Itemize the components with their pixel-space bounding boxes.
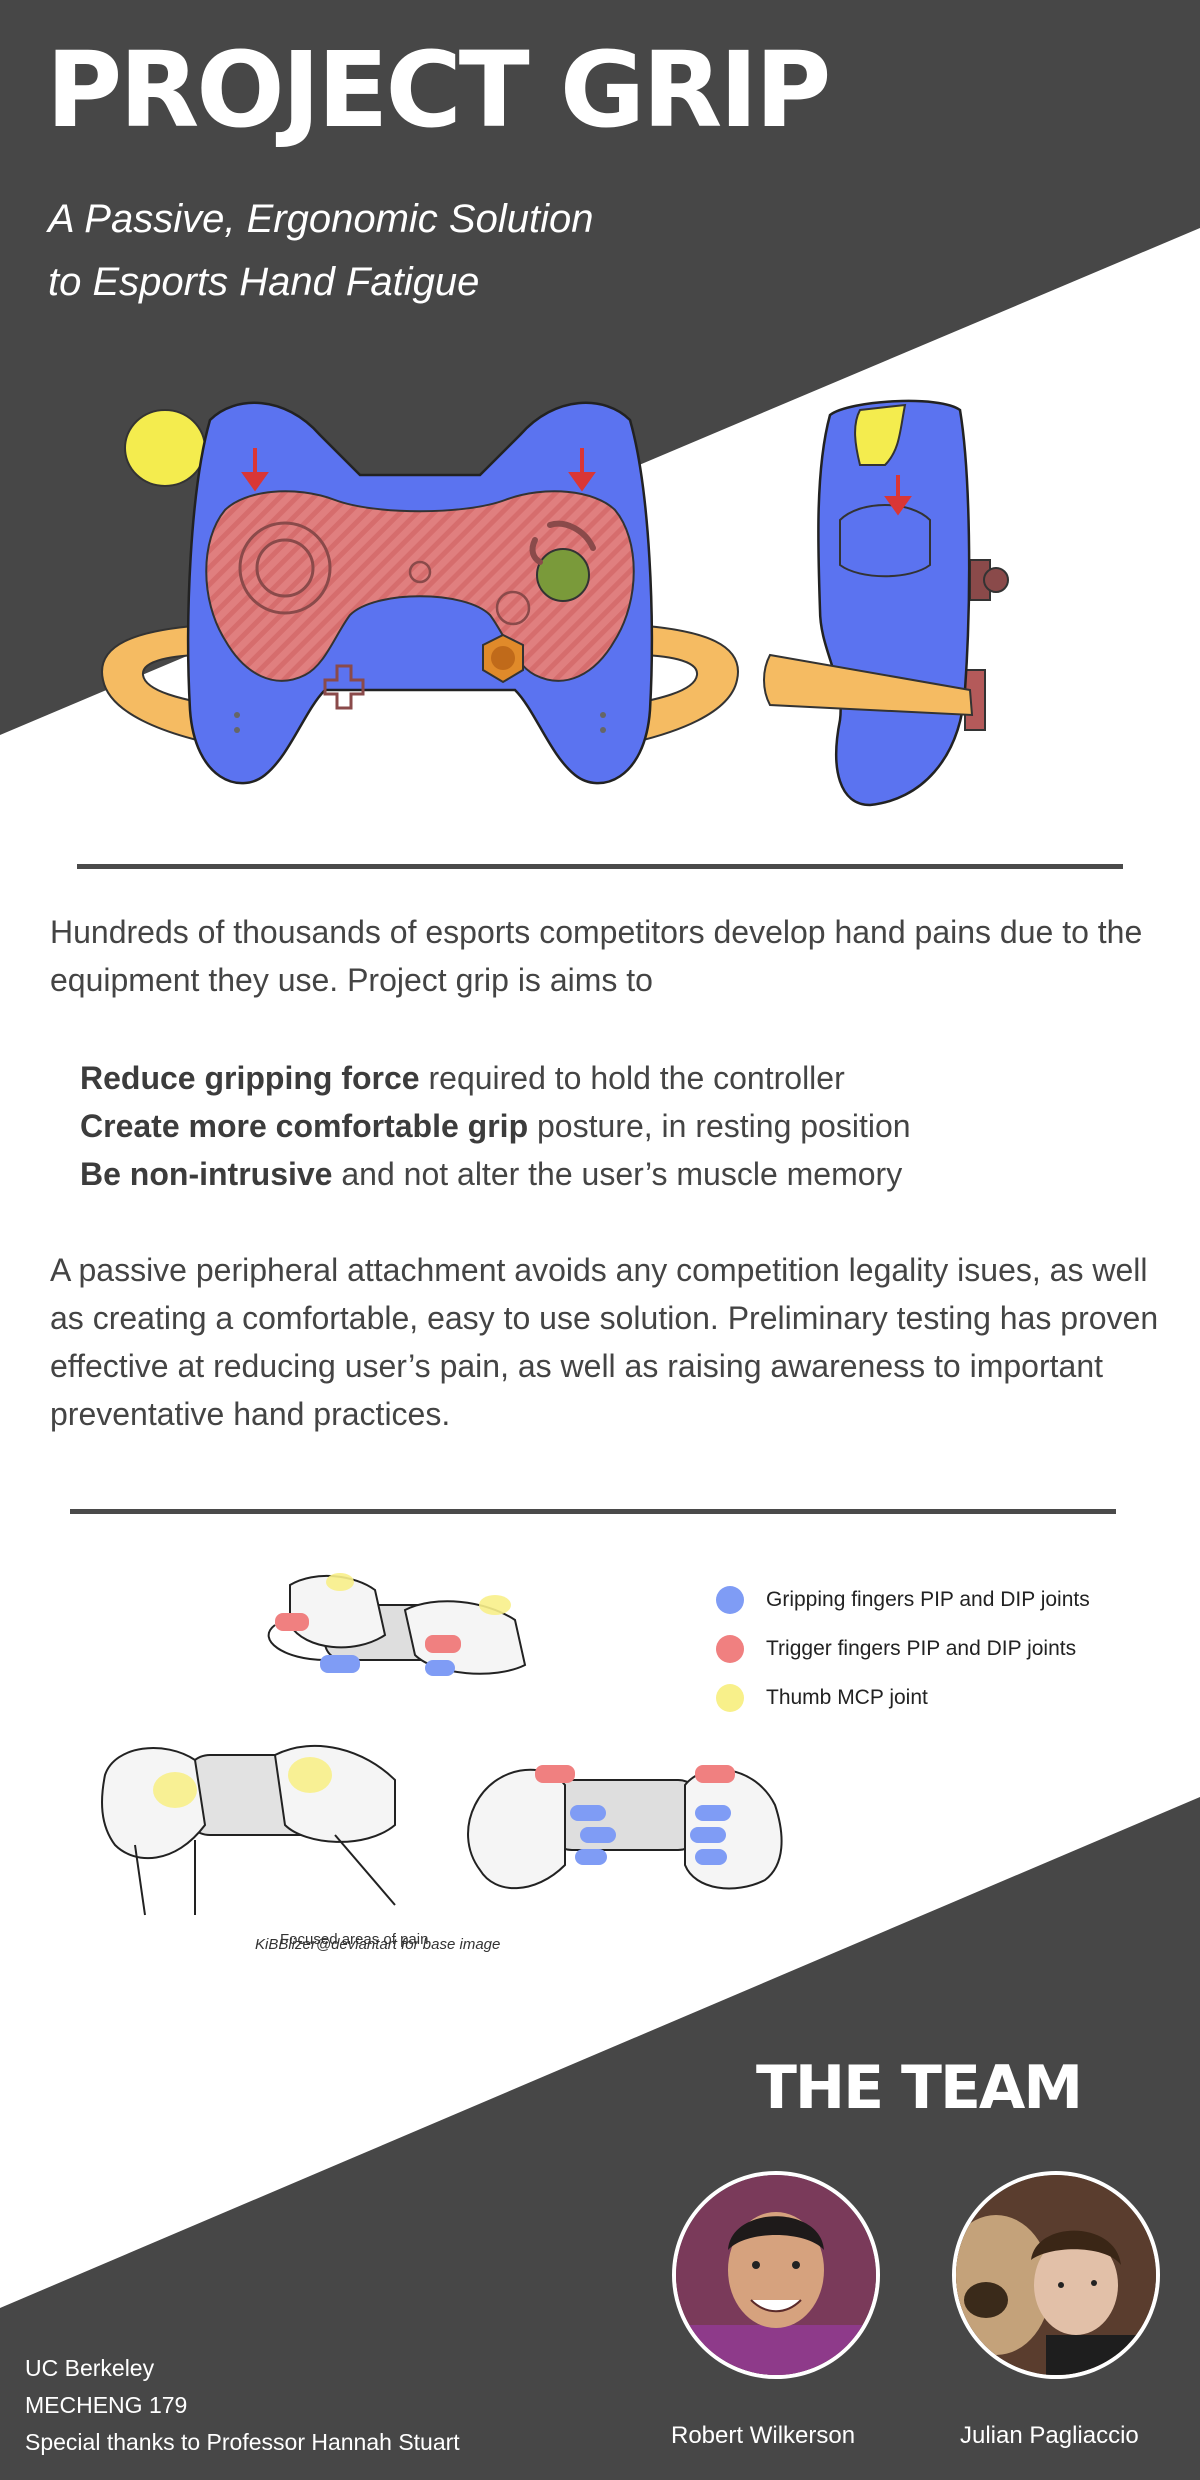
legend-swatch — [716, 1683, 744, 1712]
b-button — [495, 590, 531, 626]
goal-rest: required to hold the controller — [419, 1060, 845, 1096]
image-credit: KiBBlizer@deviantart for base image — [255, 1936, 501, 1953]
figure-caption: Focused areas of pain — [280, 1931, 429, 1948]
team-title: THE TEAM — [756, 2053, 1083, 2123]
side-strap — [763, 653, 974, 717]
poster-title: PROJECT GRIP — [46, 29, 831, 151]
hand-diagram-right — [467, 1768, 783, 1890]
legend-swatch — [716, 1585, 744, 1614]
affiliation-university: UC Berkeley — [25, 2355, 155, 2381]
goals-list: Reduce gripping force required to hold t… — [80, 1054, 911, 1198]
subtitle-line-1: A Passive, Ergonomic Solution — [48, 197, 594, 241]
pressure-arrows — [241, 448, 596, 492]
goal-item: Be non-intrusive and not alter the user’… — [80, 1150, 911, 1198]
subtitle-line-2: to Esports Hand Fatigue — [48, 260, 480, 304]
legend-item: Thumb MCP joint — [716, 1673, 1090, 1722]
x-button — [529, 537, 543, 565]
a-button — [536, 548, 590, 602]
goal-rest: and not alter the user’s muscle memory — [332, 1156, 903, 1192]
grip-overlay — [205, 490, 635, 682]
member-name-julian: Julian Pagliaccio — [960, 2422, 1139, 2449]
goal-bold: Reduce gripping force — [80, 1060, 420, 1096]
affiliation-thanks: Special thanks to Professor Hannah Stuar… — [25, 2429, 460, 2455]
goal-bold: Be non-intrusive — [80, 1156, 333, 1192]
avatar-julian — [952, 2171, 1160, 2379]
summary-paragraph: A passive peripheral attachment avoids a… — [50, 1252, 1159, 1432]
hand-pain-diagram — [101, 1573, 783, 1916]
y-button — [547, 520, 596, 551]
affiliation: UC Berkeley MECHENG 179 Special thanks t… — [25, 2350, 460, 2461]
legend: Gripping fingers PIP and DIP joints Trig… — [716, 1575, 1090, 1722]
goal-item: Reduce gripping force required to hold t… — [80, 1054, 911, 1102]
d-pad — [323, 664, 365, 710]
control-stick — [238, 521, 332, 615]
legend-item: Trigger fingers PIP and DIP joints — [716, 1624, 1090, 1673]
legend-label: Thumb MCP joint — [766, 1685, 928, 1709]
divider-middle — [70, 1509, 1116, 1514]
intro-paragraph: Hundreds of thousands of esports competi… — [50, 914, 1143, 998]
legend-label: Gripping fingers PIP and DIP joints — [766, 1587, 1090, 1611]
goal-bold: Create more comfortable grip — [80, 1108, 529, 1144]
side-body — [817, 399, 971, 807]
hand-diagram-top — [267, 1574, 527, 1675]
legend-item: Gripping fingers PIP and DIP joints — [716, 1575, 1090, 1624]
divider-top — [77, 864, 1123, 869]
avatar-robert — [672, 2171, 880, 2379]
member-name-robert: Robert Wilkerson — [671, 2422, 856, 2449]
left-trigger — [124, 409, 206, 487]
affiliation-course: MECHENG 179 — [25, 2392, 188, 2418]
start-button — [408, 560, 432, 584]
controller-side-view — [763, 399, 1009, 807]
goal-rest: posture, in resting position — [528, 1108, 911, 1144]
poster-subtitle: A Passive, Ergonomic Solution to Esports… — [48, 188, 593, 314]
legend-label: Trigger fingers PIP and DIP joints — [766, 1636, 1077, 1660]
legend-swatch — [716, 1634, 744, 1663]
hand-diagram-left — [101, 1744, 396, 1916]
controller-illustration — [101, 401, 739, 785]
goal-item: Create more comfortable grip posture, in… — [80, 1102, 911, 1150]
